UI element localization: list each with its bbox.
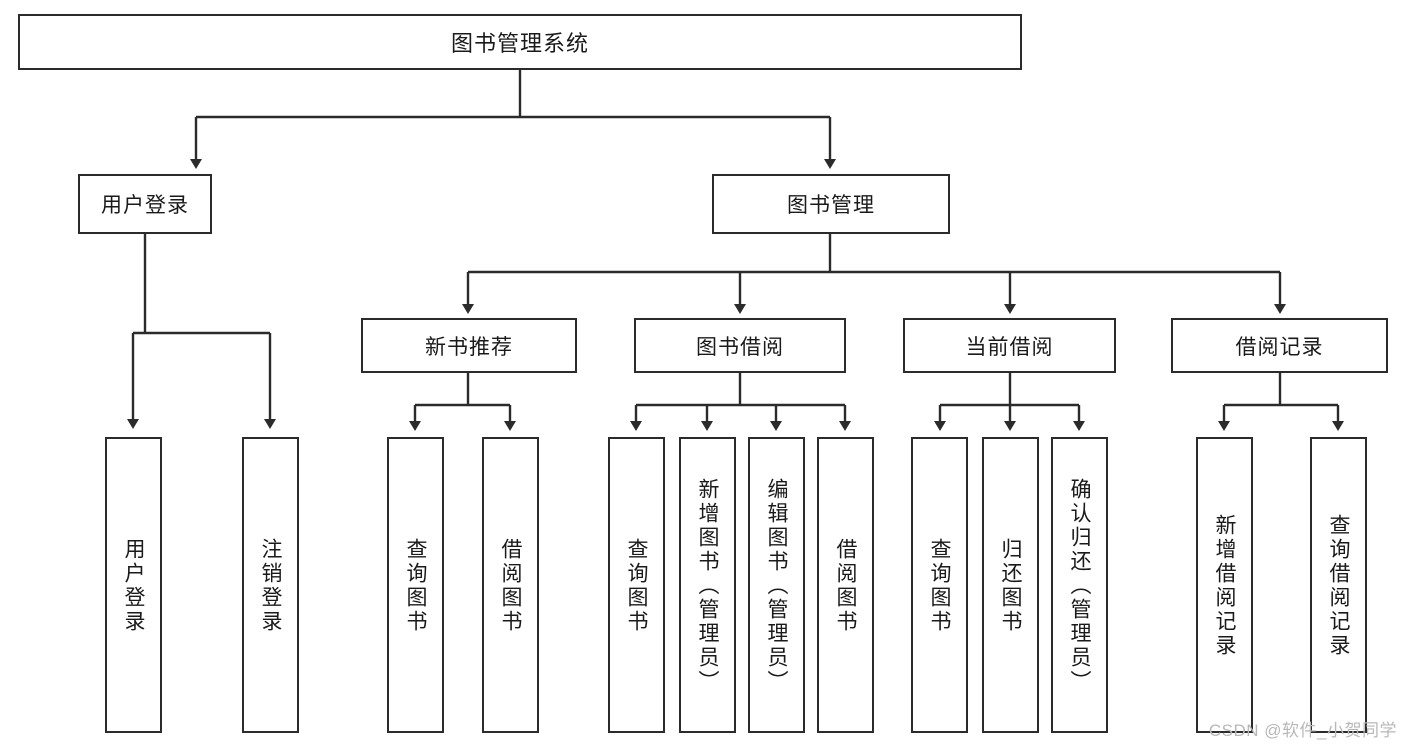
leaf-return-book[interactable]: 归还图书 (982, 437, 1039, 733)
node-label: 新增图书（管理员） (696, 478, 719, 694)
node-label: 查询图书 (625, 538, 648, 634)
node-label: 当前借阅 (965, 335, 1054, 359)
node-label: 确认归还（管理员） (1068, 478, 1091, 694)
node-label: 图书管理 (787, 194, 875, 217)
node-borrow-record[interactable]: 借阅记录 (1171, 318, 1388, 373)
node-label: 查询图书 (404, 538, 427, 634)
leaf-confirm-return-admin[interactable]: 确认归还（管理员） (1051, 437, 1108, 733)
node-new-book-recommend[interactable]: 新书推荐 (361, 318, 577, 373)
leaf-borrow-book-recommend[interactable]: 借阅图书 (482, 437, 539, 733)
leaf-query-book-borrow[interactable]: 查询图书 (608, 437, 665, 733)
leaf-add-borrow-record[interactable]: 新增借阅记录 (1196, 437, 1253, 733)
node-label: 借阅图书 (834, 538, 857, 634)
leaf-user-login[interactable]: 用户登录 (105, 437, 162, 733)
leaf-logout[interactable]: 注销登录 (242, 437, 299, 733)
node-label: 注销登录 (259, 538, 282, 634)
node-label: 归还图书 (999, 538, 1022, 634)
node-label: 查询图书 (928, 538, 951, 634)
node-label: 借阅图书 (499, 538, 522, 634)
node-label: 用户登录 (101, 194, 189, 217)
leaf-add-book-admin[interactable]: 新增图书（管理员） (679, 437, 736, 733)
node-book-borrow[interactable]: 图书借阅 (634, 318, 846, 373)
csdn-watermark: CSDN @软件_小贺同学 (1208, 721, 1397, 740)
leaf-query-book-recommend[interactable]: 查询图书 (387, 437, 444, 733)
node-label: 借阅记录 (1235, 335, 1324, 359)
node-label: 图书借阅 (696, 335, 784, 359)
node-book-management[interactable]: 图书管理 (712, 174, 950, 234)
node-label: 图书管理系统 (450, 31, 589, 56)
node-label: 用户登录 (122, 538, 145, 634)
node-label: 编辑图书（管理员） (765, 478, 788, 694)
node-label: 新增借阅记录 (1213, 514, 1236, 658)
node-current-borrow[interactable]: 当前借阅 (903, 318, 1116, 373)
node-user-login[interactable]: 用户登录 (78, 174, 212, 234)
node-label: 查询借阅记录 (1327, 514, 1350, 658)
leaf-query-borrow-record[interactable]: 查询借阅记录 (1310, 437, 1367, 733)
node-label: 新书推荐 (425, 335, 513, 359)
leaf-edit-book-admin[interactable]: 编辑图书（管理员） (748, 437, 805, 733)
leaf-borrow-book[interactable]: 借阅图书 (817, 437, 874, 733)
node-root-system[interactable]: 图书管理系统 (18, 14, 1022, 70)
leaf-query-book-current[interactable]: 查询图书 (911, 437, 968, 733)
